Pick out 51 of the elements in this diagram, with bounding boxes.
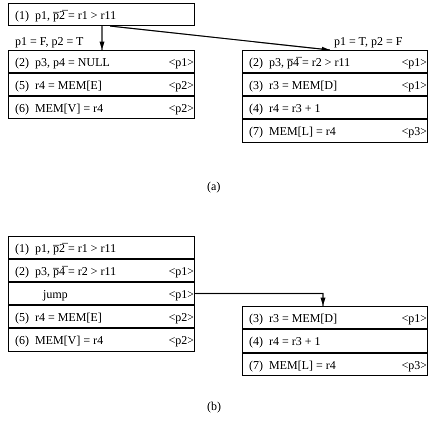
arrow (99, 26, 105, 50)
predicate-text: <p1> (401, 310, 427, 324)
instruction-row (8, 305, 195, 328)
instruction-row (242, 353, 428, 376)
subfigure-caption: (b) (207, 399, 221, 413)
instruction-row (8, 259, 195, 282)
instruction-row (8, 3, 195, 26)
instruction-row (8, 96, 195, 119)
instruction-row (8, 282, 195, 305)
predicate-text: <p1> (168, 54, 194, 68)
predicate-text: <p2> (168, 100, 194, 114)
statement-text: (7) MEM[L] = r4 (249, 358, 336, 372)
predicate-text: <p1> (168, 286, 194, 300)
instruction-row (8, 50, 195, 73)
instruction-row (242, 329, 428, 353)
statement-text: (4) r4 = r3 + 1 (249, 100, 321, 114)
arrow (110, 25, 330, 52)
predicate-text: <p1> (401, 78, 427, 92)
predicate-text: <p3> (401, 124, 427, 138)
statement-text: (3) r3 = MEM[D] (249, 310, 338, 324)
statement-text: (6) MEM[V] = r4 (15, 100, 104, 114)
arrow (195, 292, 326, 306)
subfigure-caption: (a) (207, 179, 220, 193)
instruction-row (8, 236, 195, 259)
instruction-row (242, 96, 428, 119)
statement-text: jump (43, 286, 68, 300)
predicate-text: <p3> (401, 358, 427, 372)
predicate-text: <p2> (168, 78, 194, 92)
instruction-row (242, 119, 428, 143)
statement-text: (6) MEM[V] = r4 (15, 333, 104, 347)
instruction-row (242, 50, 428, 73)
predicate-text: <p2> (168, 333, 194, 347)
instruction-row (8, 73, 195, 96)
statement-text: (2) p3, p̅4̅ = r2 > r11 (15, 264, 116, 278)
edge-label: p1 = F, p2 = T (15, 34, 84, 48)
statement-text: (1) p1, p̅2̅ = r1 > r11 (15, 8, 116, 22)
statement-text: (7) MEM[L] = r4 (249, 124, 336, 138)
statement-text: (1) p1, p̅2̅ = r1 > r11 (15, 240, 116, 254)
instruction-row (242, 306, 428, 329)
statement-text: (2) p3, p̅4̅ = r2 > r11 (249, 54, 350, 68)
statement-text: (5) r4 = MEM[E] (15, 310, 102, 324)
instruction-row (242, 73, 428, 96)
statement-text: (5) r4 = MEM[E] (15, 78, 102, 92)
predicate-text: <p1> (401, 54, 427, 68)
predicate-text: <p2> (168, 310, 194, 324)
statement-text: (4) r4 = r3 + 1 (249, 334, 321, 348)
instruction-row (8, 328, 195, 352)
edge-label: p1 = T, p2 = F (334, 34, 402, 48)
statement-text: (2) p3, p4 = NULL (15, 54, 110, 68)
statement-text: (3) r3 = MEM[D] (249, 78, 338, 92)
predicate-text: <p1> (168, 264, 194, 278)
